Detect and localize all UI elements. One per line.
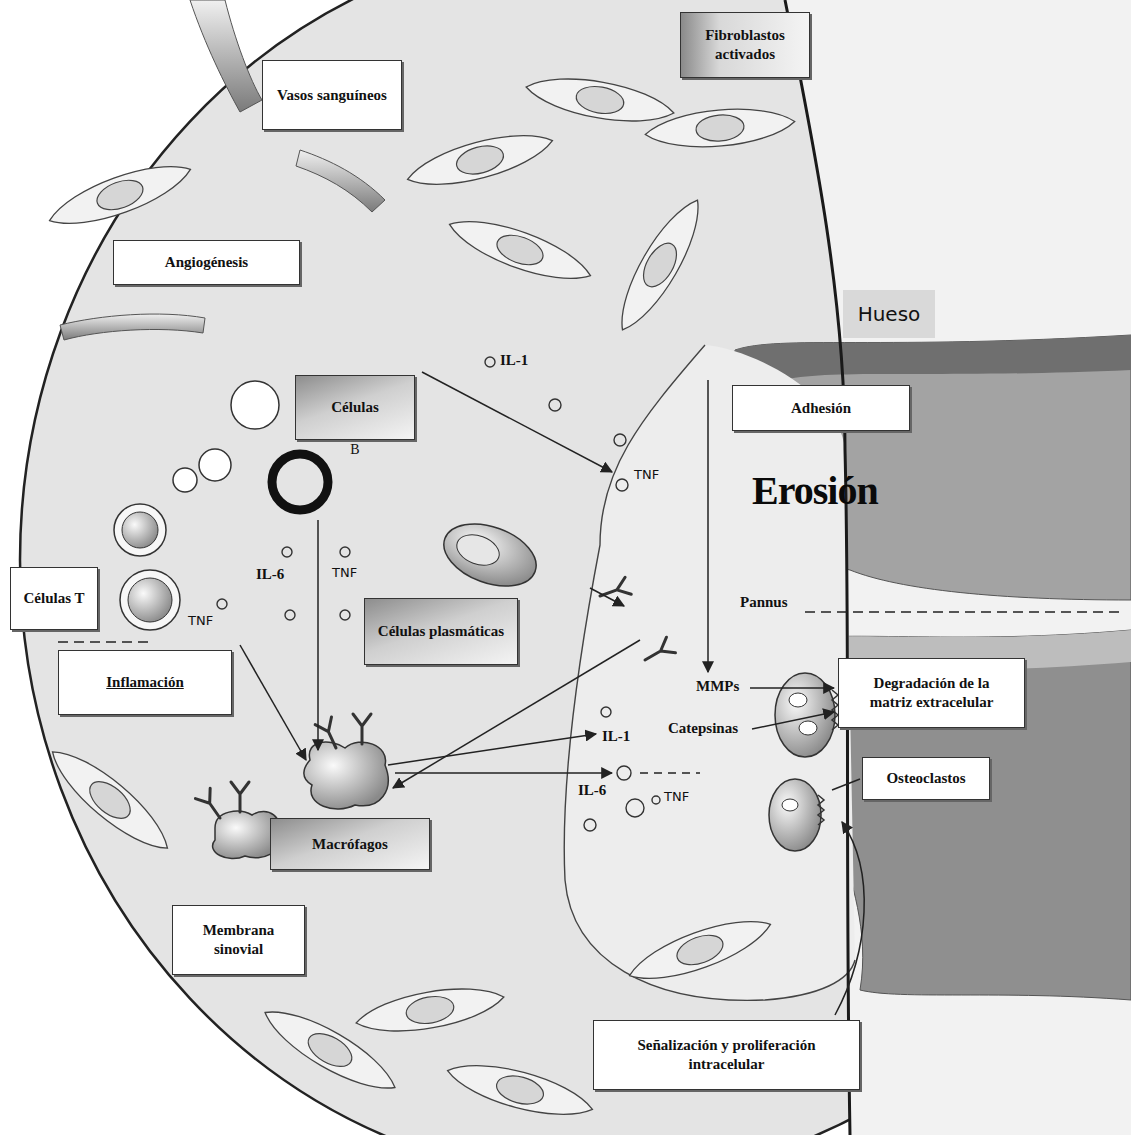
label-box: Fibroblastos activados [680,12,810,78]
box-text: Membrana sinovial [185,921,292,959]
label-box: Membrana sinovial [172,905,305,975]
diagram-label: TNF [332,566,357,581]
label-box: Osteoclastos [862,757,990,800]
box-text: Hueso [858,302,921,327]
box-text: Señalización y proliferación intracelula… [606,1036,847,1074]
box-text: Inflamación [106,673,184,692]
box-text: Fibroblastos activados [693,26,797,64]
box-text: Macrófagos [312,835,388,854]
diagram-label: Catepsinas [668,720,738,737]
label-box: Células T [10,567,98,630]
label-box: Señalización y proliferación intracelula… [593,1020,860,1090]
box-text: B [350,441,359,459]
label-box: Degradación de la matriz extracelular [838,658,1025,728]
diagram-label: IL-6 [578,782,606,799]
box-text: Células plasmáticas [378,622,504,641]
label-box: Células plasmáticas [364,598,518,665]
box-text: Angiogénesis [165,253,248,272]
label-box: Inflamación [58,650,232,715]
diagram-label: IL-1 [602,728,630,745]
diagram-label: Erosión [752,468,878,514]
box-text: Células [331,398,379,417]
diagram-label: MMPs [696,678,739,695]
diagram-label: TNF [664,790,689,805]
label-box: Macrófagos [270,818,430,870]
diagram-label: IL-1 [500,352,528,369]
box-text: Vasos sanguíneos [277,86,387,105]
label-box: Vasos sanguíneos [262,60,402,130]
box-text: Degradación de la matriz extracelular [851,674,1012,712]
box-text: Osteoclastos [886,769,965,788]
diagram-label: IL-6 [256,566,284,583]
diagram-label: Pannus [740,594,788,611]
label-box: Adhesión [732,385,910,431]
diagram-label: TNF [634,468,659,483]
label-box: Angiogénesis [113,240,300,285]
box-text: Células T [24,589,85,608]
diagram-label: TNF [188,614,213,629]
label-box: Hueso [843,290,935,338]
box-text: Adhesión [791,399,851,418]
label-box: CélulasB [295,375,415,440]
